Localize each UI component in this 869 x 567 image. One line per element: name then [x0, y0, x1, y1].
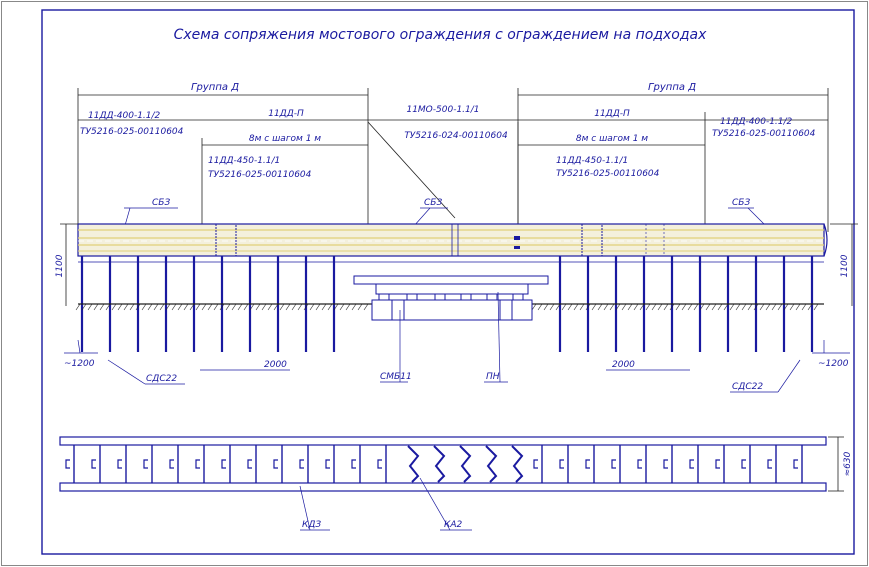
left-450-label: 11ДД-450-1.1/1: [208, 156, 280, 166]
plan-leaders: [299, 477, 472, 531]
group-dimensions: [77, 88, 829, 236]
plan-post: [143, 445, 153, 483]
smb-label: СМБ11: [380, 372, 412, 382]
ground-line: [75, 303, 824, 311]
plan-anchor: [459, 445, 472, 483]
plan-post: [715, 445, 725, 483]
spacing-left-label: 2000: [264, 360, 287, 370]
plan-post: [91, 445, 101, 483]
plan-post: [195, 445, 205, 483]
plan-post: [221, 445, 231, 483]
plan-post: [767, 445, 777, 483]
sbz-right-label: СБЗ: [732, 198, 750, 208]
drawing-title: Схема сопряжения мостового ограждения с …: [174, 27, 707, 43]
plan-post: [247, 445, 257, 483]
plan-post: [299, 445, 309, 483]
plan-view: [59, 436, 827, 492]
height-right-label: 1100: [840, 254, 850, 277]
pn-label: ПН: [486, 372, 500, 382]
center-type-label: 11МО-500-1.1/1: [406, 105, 479, 115]
group-left-label: Группа Д: [191, 82, 239, 93]
deck-anchor: [512, 293, 524, 301]
plan-post: [663, 445, 673, 483]
plan-anchor: [407, 445, 420, 483]
plan-post: [533, 445, 543, 483]
rail-beam: [77, 223, 828, 257]
plan-post: [377, 445, 387, 483]
left-type-label: 11ДД-400-1.1/2: [88, 111, 161, 121]
ka2-label: КА2: [444, 520, 463, 530]
bottom-leaders: [64, 291, 850, 393]
step-right-label: 8м с шагом 1 м: [576, 134, 648, 144]
plan-post: [611, 445, 621, 483]
sbz-center-label: СБЗ: [424, 198, 442, 208]
plan-width-label: ≈630: [843, 451, 853, 476]
plan-post: [169, 445, 179, 483]
right-450-label: 11ДД-450-1.1/1: [556, 156, 628, 166]
right-tu-label: ТУ5216-025-00110604: [712, 129, 816, 139]
plan-items: [65, 445, 803, 483]
deck-anchor: [460, 293, 472, 301]
plan-post: [585, 445, 595, 483]
plan-anchor: [485, 445, 498, 483]
plan-post: [273, 445, 283, 483]
deck-anchor: [406, 293, 418, 301]
deck-anchor: [434, 293, 446, 301]
sbz-left-label: СБЗ: [152, 198, 170, 208]
left-p-label: 11ДД-П: [268, 109, 304, 119]
post-right-label: СДС22: [732, 382, 763, 392]
right-p-label: 11ДД-П: [594, 109, 630, 119]
plan-post: [637, 445, 647, 483]
inner-frame: [41, 9, 855, 555]
left-450-tu-label: ТУ5216-025-00110604: [208, 170, 312, 180]
plan-anchor: [511, 445, 524, 483]
plan-post: [117, 445, 127, 483]
plan-width-dim: [828, 436, 844, 492]
plan-post: [559, 445, 569, 483]
right-type-label: 11ДД-400-1.1/2: [720, 117, 793, 127]
plan-post: [65, 445, 75, 483]
center-tu-label: ТУ5216-024-00110604: [404, 131, 508, 141]
plan-post: [741, 445, 751, 483]
group-right-label: Группа Д: [648, 82, 696, 93]
step-left-label: 8м с шагом 1 м: [249, 134, 321, 144]
plan-post: [793, 445, 803, 483]
depth-left-label: ~1200: [64, 359, 95, 369]
plan-post: [325, 445, 335, 483]
plan-post: [689, 445, 699, 483]
height-dims: [60, 223, 858, 306]
plan-post: [351, 445, 361, 483]
spacing-right-label: 2000: [612, 360, 635, 370]
post-left-label: СДС22: [146, 374, 177, 384]
left-tu-label: ТУ5216-025-00110604: [80, 127, 184, 137]
bridge-deck: [353, 275, 549, 321]
right-450-tu-label: ТУ5216-025-00110604: [556, 169, 660, 179]
plan-anchor: [433, 445, 446, 483]
depth-right-label: ~1200: [818, 359, 849, 369]
deck-anchor: [486, 293, 498, 301]
height-left-label: 1100: [55, 254, 65, 277]
deck-anchor: [378, 293, 390, 301]
kdz-label: КДЗ: [302, 520, 321, 530]
